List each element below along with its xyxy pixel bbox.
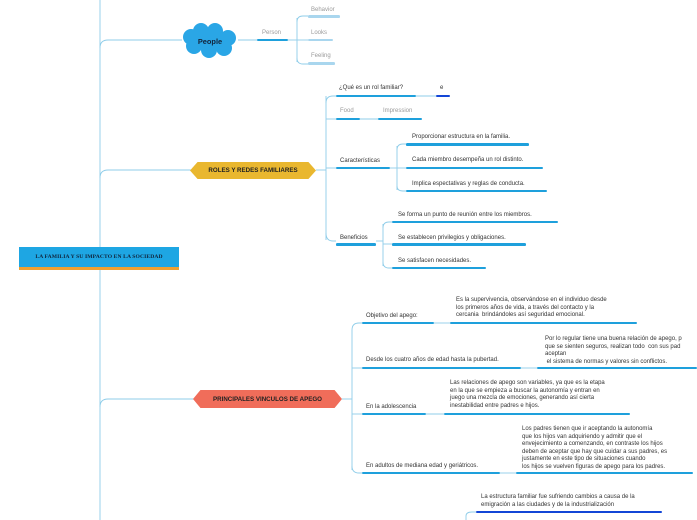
ben-item-1: Se forma un punto de reunión entre los m… [398, 212, 532, 218]
adolescencia-text-underline [444, 412, 630, 416]
ben-item-2-underline [392, 243, 526, 246]
bottom-text-underline [476, 510, 662, 514]
root-topic-label: LA FAMILIA Y SU IMPACTO EN LA SOCIEDAD [35, 254, 163, 260]
beneficios-underline [336, 243, 376, 246]
que-es-child-underline [436, 94, 450, 98]
adolescencia-underline [362, 412, 426, 416]
food-label: Food [340, 108, 354, 114]
adultos-text-underline [516, 471, 693, 475]
que-es-label: ¿Qué es un rol familiar? [339, 85, 404, 91]
person-underline [257, 38, 288, 42]
adultos-underline [362, 471, 500, 475]
feeling-underline [308, 62, 335, 65]
adolescencia-text: Las relaciones de apego son variables, y… [450, 380, 605, 409]
looks-underline [308, 38, 333, 42]
feeling-label: Feeling [311, 53, 331, 59]
vinculos-topic-label: PRINCIPALES VINCULOS DE APEGO [213, 395, 322, 403]
behavior-underline [308, 15, 340, 18]
people-label: People [197, 37, 223, 46]
objetivo-underline [362, 321, 434, 325]
cuatro-text-underline [537, 366, 697, 370]
ben-item-1-underline [392, 220, 558, 224]
vinculos-topic[interactable]: PRINCIPALES VINCULOS DE APEGO [193, 390, 342, 408]
que-es-child-label: e [440, 85, 444, 91]
objetivo-text: Es la supervivencia, observándose en el … [456, 297, 607, 319]
looks-label: Looks [311, 30, 328, 36]
person-label: Person [262, 30, 282, 36]
ben-item-2: Se establecen privilegios y obligaciones… [398, 235, 506, 241]
bottom-text: La estructura familiar fue sufriendo cam… [481, 494, 635, 508]
cuatro-underline [362, 366, 521, 370]
car-item-2: Cada miembro desempeña un rol distinto. [412, 157, 524, 163]
objetivo-text-underline [450, 321, 637, 325]
car-item-3: Implica espectativas y reglas de conduct… [412, 181, 525, 187]
car-item-1: Proporcionar estructura en la familia. [412, 134, 511, 140]
people-cloud[interactable] [183, 23, 236, 58]
que-es-underline [336, 94, 416, 98]
beneficios-label: Beneficios [340, 235, 368, 241]
ben-item-3-underline [392, 266, 486, 270]
car-item-2-underline [406, 166, 543, 170]
adultos-text: Los padres tienen que ir aceptando la au… [522, 426, 668, 470]
adultos-label: En adultos de mediana edad y geriátricos… [366, 463, 479, 469]
cuatro-text: Por lo regular tiene una buena relación … [545, 336, 682, 365]
food-underline [336, 117, 360, 121]
car-item-1-underline [406, 143, 529, 146]
impression-label: Impression [383, 108, 413, 114]
behavior-label: Behavior [311, 7, 335, 13]
roles-topic-label: ROLES Y REDES FAMILIARES [208, 167, 298, 174]
objetivo-label: Objetivo del apego: [366, 313, 418, 319]
adolescencia-label: En la adolescencia [366, 404, 417, 410]
ben-item-3: Se satisfacen necesidades. [398, 258, 472, 264]
root-topic[interactable]: LA FAMILIA Y SU IMPACTO EN LA SOCIEDAD [19, 247, 179, 270]
caracteristicas-label: Características [340, 158, 381, 164]
cuatro-label: Desde los cuatro años de edad hasta la p… [366, 357, 499, 363]
roles-topic[interactable]: ROLES Y REDES FAMILIARES [190, 162, 316, 179]
car-item-3-underline [406, 189, 547, 193]
caracteristicas-underline [336, 166, 390, 170]
impression-underline [378, 117, 422, 121]
